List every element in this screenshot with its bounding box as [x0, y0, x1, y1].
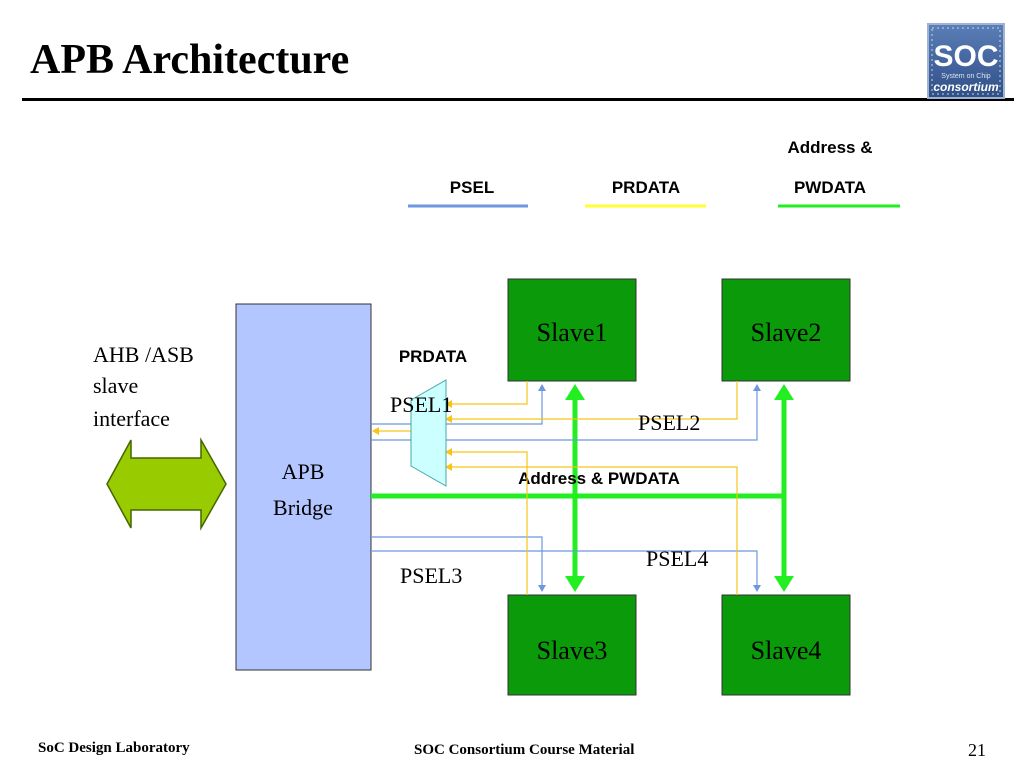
prdata-slave1-line — [445, 381, 528, 408]
bus-connection-slave2-4 — [774, 384, 794, 592]
slave4-box — [721, 594, 851, 696]
title-divider — [22, 98, 1014, 101]
slave3-label: Slave3 — [537, 636, 608, 665]
mux-label: PRDATA — [399, 347, 467, 366]
ahb-label-line1: AHB /ASB — [93, 342, 194, 367]
slave2-box — [721, 278, 851, 382]
slave2-label: Slave2 — [751, 318, 822, 347]
psel2-label: PSEL2 — [638, 410, 700, 435]
slave4-label: Slave4 — [751, 636, 822, 665]
soc-consortium-logo: SOC System on Chip consortium — [927, 23, 1005, 99]
apb-bridge-label-line2: Bridge — [273, 495, 333, 520]
apb-bridge-box — [235, 303, 372, 671]
psel4-label: PSEL4 — [646, 546, 708, 571]
prdata-mux — [410, 379, 447, 487]
logo-main-text: SOC — [933, 40, 998, 73]
legend-psel-label: PSEL — [450, 178, 494, 197]
psel3-line — [371, 536, 546, 592]
legend-addr-label-line1: Address & — [787, 138, 872, 157]
legend: PSEL PRDATA Address & PWDATA — [408, 138, 900, 208]
psel4-line — [371, 550, 761, 592]
psel2-line — [371, 384, 761, 441]
page-number: 21 — [968, 740, 986, 760]
apb-bridge-label-line1: APB — [282, 459, 325, 484]
prdata-slave3-line — [445, 448, 528, 595]
slide-title: APB Architecture — [30, 37, 350, 83]
bus-connection-slave1-3 — [565, 384, 585, 592]
psel3-label: PSEL3 — [400, 563, 462, 588]
legend-addr-label-line2: PWDATA — [794, 178, 866, 197]
ahb-label-line2: slave — [93, 373, 138, 398]
slave3-box — [507, 594, 637, 696]
logo-sub-text: consortium — [933, 80, 999, 94]
footer-course-material: SOC Consortium Course Material — [414, 742, 635, 758]
slave1-box — [507, 278, 637, 382]
bus-label: Address & PWDATA — [518, 469, 680, 488]
prdata-slave2-line — [445, 381, 738, 423]
ahb-asb-label: AHB /ASB slave interface — [93, 342, 194, 431]
slave1-label: Slave1 — [537, 318, 608, 347]
legend-prdata-label: PRDATA — [612, 178, 680, 197]
prdata-slave4-line — [445, 463, 738, 595]
ahb-bidirectional-arrow — [106, 437, 227, 531]
psel1-label: PSEL1 — [390, 392, 452, 417]
ahb-label-line3: interface — [93, 406, 170, 431]
footer-lab-name: SoC Design Laboratory — [38, 740, 190, 756]
logo-tagline-text: System on Chip — [941, 73, 991, 80]
